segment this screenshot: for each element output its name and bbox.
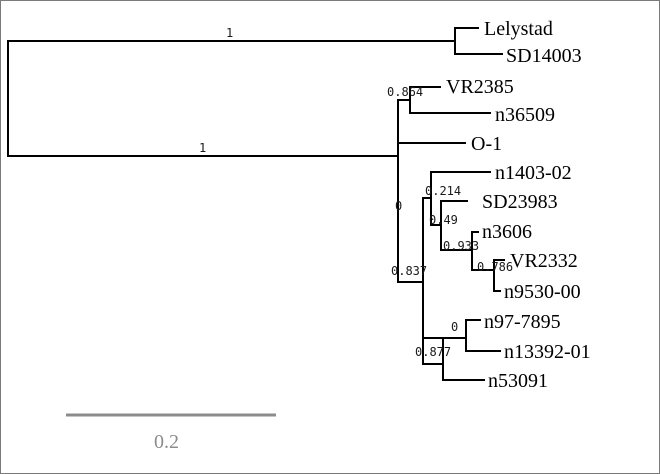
tip-label-n36509: n36509 xyxy=(495,104,555,126)
tip-label-n13392: n13392-01 xyxy=(504,341,591,363)
tip-label-lelystad: Lelystad xyxy=(484,18,553,40)
support-clade-a: 0.214 xyxy=(425,184,461,198)
tip-label-n9530: n9530-00 xyxy=(504,281,581,303)
support-clade-f: 0 xyxy=(451,320,458,334)
tip-label-vr2332: VR2332 xyxy=(510,250,578,272)
support-zero-node: 0 xyxy=(395,199,402,213)
support-clade-g: 0.877 xyxy=(415,345,451,359)
support-clade-e: 0.837 xyxy=(391,264,427,278)
tip-label-vr2385: VR2385 xyxy=(446,76,514,98)
tip-label-n3606: n3606 xyxy=(482,221,532,243)
support-root-upper: 1 xyxy=(226,26,233,40)
tip-label-sd23983: SD23983 xyxy=(482,191,558,213)
support-clade-c: 0.933 xyxy=(443,239,479,253)
support-clade-b: 0.49 xyxy=(429,213,458,227)
scale-bar-label: 0.2 xyxy=(154,431,179,453)
tip-label-n53091: n53091 xyxy=(488,370,548,392)
tip-label-n1403: n1403-02 xyxy=(495,162,572,184)
support-clade-d: 0.786 xyxy=(477,260,513,274)
tip-label-sd14003: SD14003 xyxy=(506,45,582,67)
support-vr-node: 0.864 xyxy=(387,85,423,99)
tip-label-n97: n97-7895 xyxy=(484,311,561,333)
tip-label-o1: O-1 xyxy=(471,133,502,155)
support-root-lower: 1 xyxy=(199,141,206,155)
